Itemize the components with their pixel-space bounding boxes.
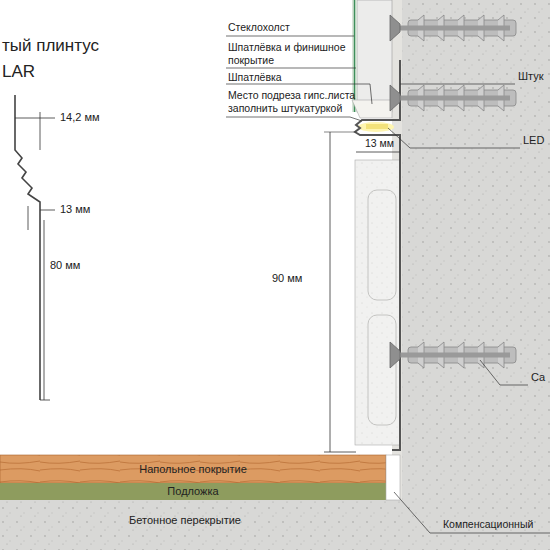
annotation-label: Шпатлёвка и финишное покрытие xyxy=(228,41,358,66)
annotation-label: Са xyxy=(531,371,545,384)
annotation-label: 13 мм xyxy=(365,137,394,150)
annotation-label: 14,2 мм xyxy=(60,111,100,124)
layer-label: Подложка xyxy=(167,485,218,497)
floor-covering-band: Напольное покрытие xyxy=(0,455,386,483)
annotation-label: тый плинтус xyxy=(2,36,99,56)
layer-label: Напольное покрытие xyxy=(139,463,247,475)
concrete-slab-band: Бетонное перекрытие xyxy=(0,505,370,535)
layer-label: Бетонное перекрытие xyxy=(129,514,241,526)
annotation-label: 80 мм xyxy=(50,259,80,272)
annotation-label: Компенсационный xyxy=(443,518,533,531)
annotation-label: Шпатлёвка xyxy=(228,71,282,84)
annotation-label: LED xyxy=(523,134,544,147)
annotation-label: 13 мм xyxy=(60,203,90,216)
annotation-label: Стеклохолст xyxy=(228,21,290,34)
underlay-band: Подложка xyxy=(0,483,386,500)
annotation-label: 90 мм xyxy=(272,272,302,285)
annotation-label: Штук xyxy=(518,70,544,83)
annotation-label: Место подреза гипс.листа заполнить штука… xyxy=(228,89,358,114)
annotation-label: LAR xyxy=(2,62,35,82)
